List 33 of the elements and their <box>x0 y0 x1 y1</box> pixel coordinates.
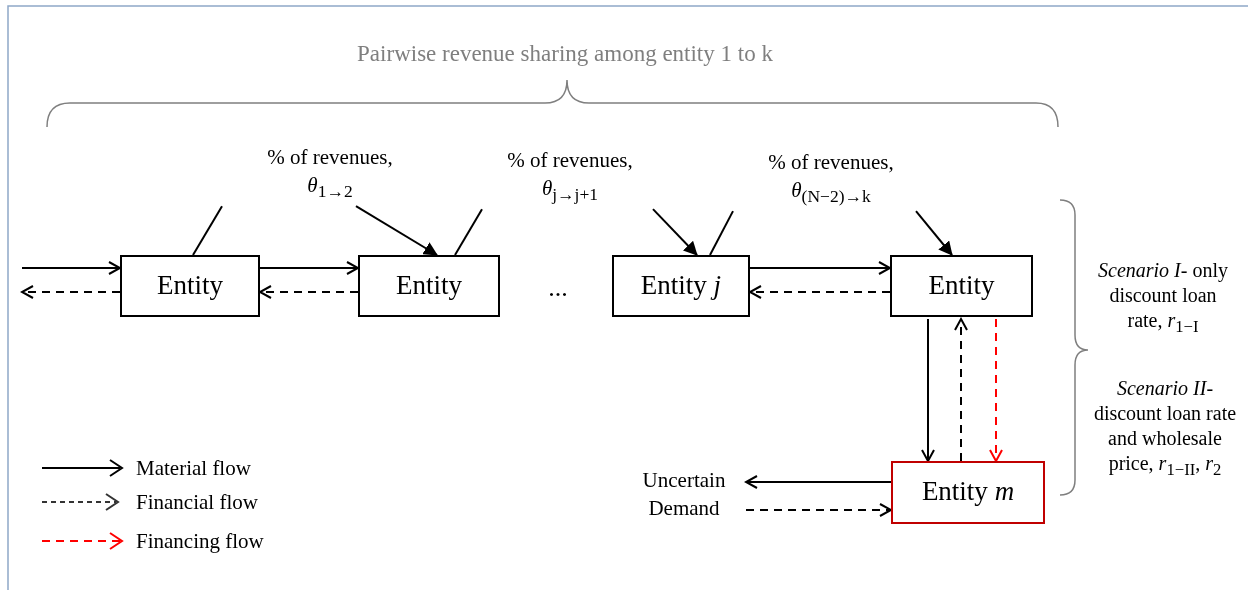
entity-box: Entity <box>890 255 1033 317</box>
arrow <box>749 285 891 299</box>
arrow <box>749 261 891 275</box>
entity-box: Entity j <box>612 255 750 317</box>
revenue-share-label: % of revenues, θ$_{1→2}$ <box>250 143 410 205</box>
arrow <box>915 210 953 256</box>
entity-box: Entity m <box>891 461 1045 524</box>
legend-label: Material flow <box>136 455 251 482</box>
arrow <box>954 318 968 462</box>
arrow <box>355 205 438 256</box>
arrow <box>259 261 359 275</box>
arrow <box>745 503 892 517</box>
connector-line <box>709 210 734 256</box>
arrow <box>21 285 121 299</box>
arrow <box>921 318 935 462</box>
arrow <box>259 285 359 299</box>
diagram-title: Pairwise revenue sharing among entity 1 to k <box>356 40 774 68</box>
arrow <box>652 208 698 256</box>
legend-label: Financing flow <box>136 528 264 555</box>
revenue-share-label: % of revenues, θ$_{j→j+1}$ <box>490 146 650 208</box>
arrow <box>989 318 1003 462</box>
arrow <box>745 475 892 489</box>
ellipsis-label: ... <box>547 272 569 304</box>
connector-line <box>192 205 223 256</box>
connector-line <box>454 208 483 256</box>
entity-box: Entity <box>358 255 500 317</box>
scenario-note: Scenario II- discount loan rate and wholesale price, r$_{1−II}$, r$_{2}$ <box>1092 376 1238 481</box>
legend-label: Financial flow <box>136 489 258 516</box>
arrow <box>21 261 121 275</box>
scenario-note: Scenario I- only discount loan rate, r$_{1−I}$ <box>1097 258 1229 338</box>
revenue-share-label: % of revenues, θ$_{(N−2)→k}$ <box>744 148 918 210</box>
entity-box: Entity <box>120 255 260 317</box>
demand-label: Uncertain Demand <box>622 466 746 526</box>
